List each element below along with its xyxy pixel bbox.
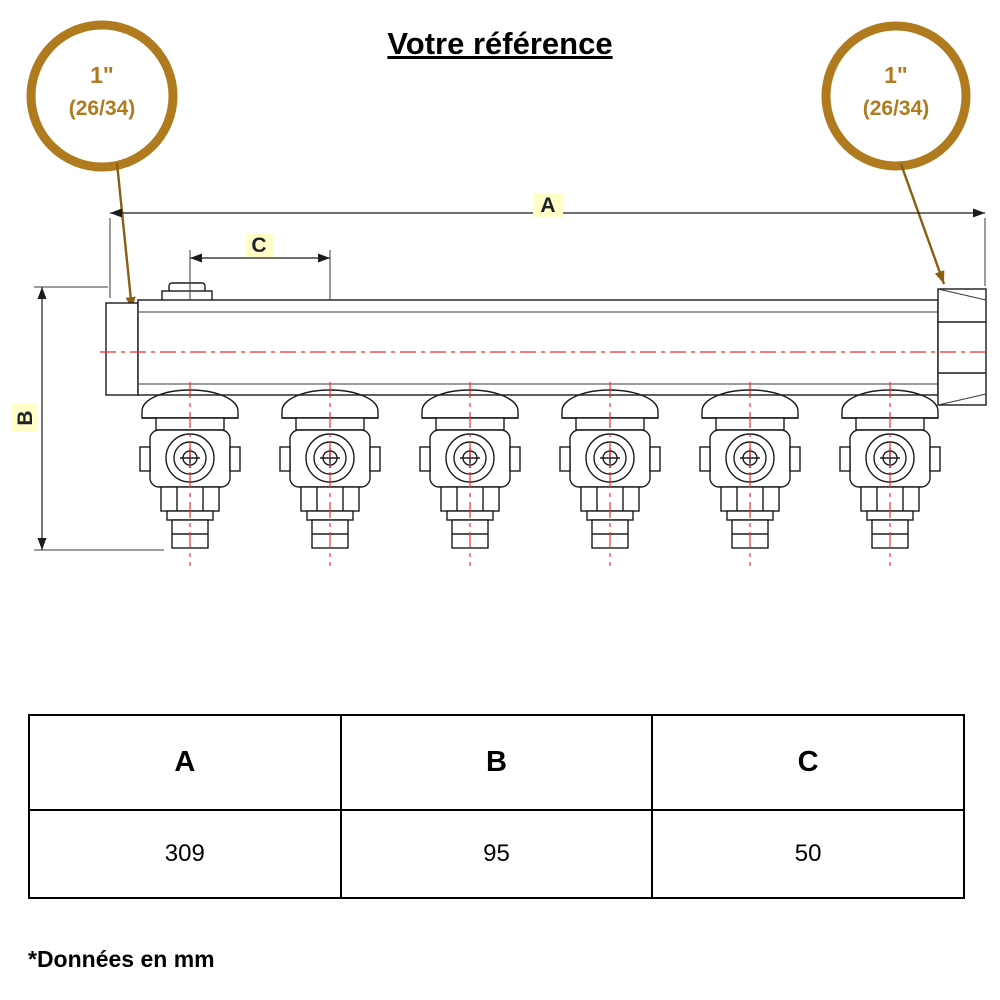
left-leader-line (115, 162, 136, 311)
dimension-a: A (109, 193, 986, 298)
right-badge: 1" (26/34) (821, 21, 971, 285)
right-hex-nut (937, 288, 987, 406)
spec-header-a: A (28, 714, 342, 811)
right-badge-thread: (26/34) (863, 97, 930, 120)
spec-header-b: B (339, 714, 654, 811)
dimension-b: B (12, 286, 164, 551)
technical-drawing: 1" (26/34) 1" (26/34) (12, 20, 990, 566)
valve-outlets (139, 389, 941, 549)
dimension-a-label: A (540, 194, 555, 217)
left-badge-ring (26, 20, 178, 172)
spec-value-a: 309 (28, 809, 342, 899)
dimension-c: C (189, 234, 331, 300)
table-value-row: 309 95 50 (28, 809, 965, 899)
pipe-body (137, 299, 939, 396)
right-badge-ring (821, 21, 971, 171)
spec-value-c: 50 (651, 809, 965, 899)
units-note: *Données en mm (28, 946, 215, 972)
left-badge-thread: (26/34) (69, 97, 136, 120)
spec-header-c: C (651, 714, 965, 811)
left-badge: 1" (26/34) (26, 20, 178, 311)
dimension-b-label: B (14, 410, 37, 425)
manifold-body (105, 282, 987, 406)
dimension-c-label: C (251, 234, 266, 257)
page-title: Votre référence (387, 26, 613, 61)
left-end-cap (105, 302, 139, 396)
centerlines (100, 351, 990, 566)
spec-value-b: 95 (339, 809, 654, 899)
right-badge-size: 1" (884, 62, 908, 88)
left-badge-size: 1" (90, 62, 114, 88)
right-leader-line (899, 163, 946, 285)
spec-table: A B C 309 95 50 (28, 714, 965, 899)
table-header-row: A B C (28, 714, 965, 811)
